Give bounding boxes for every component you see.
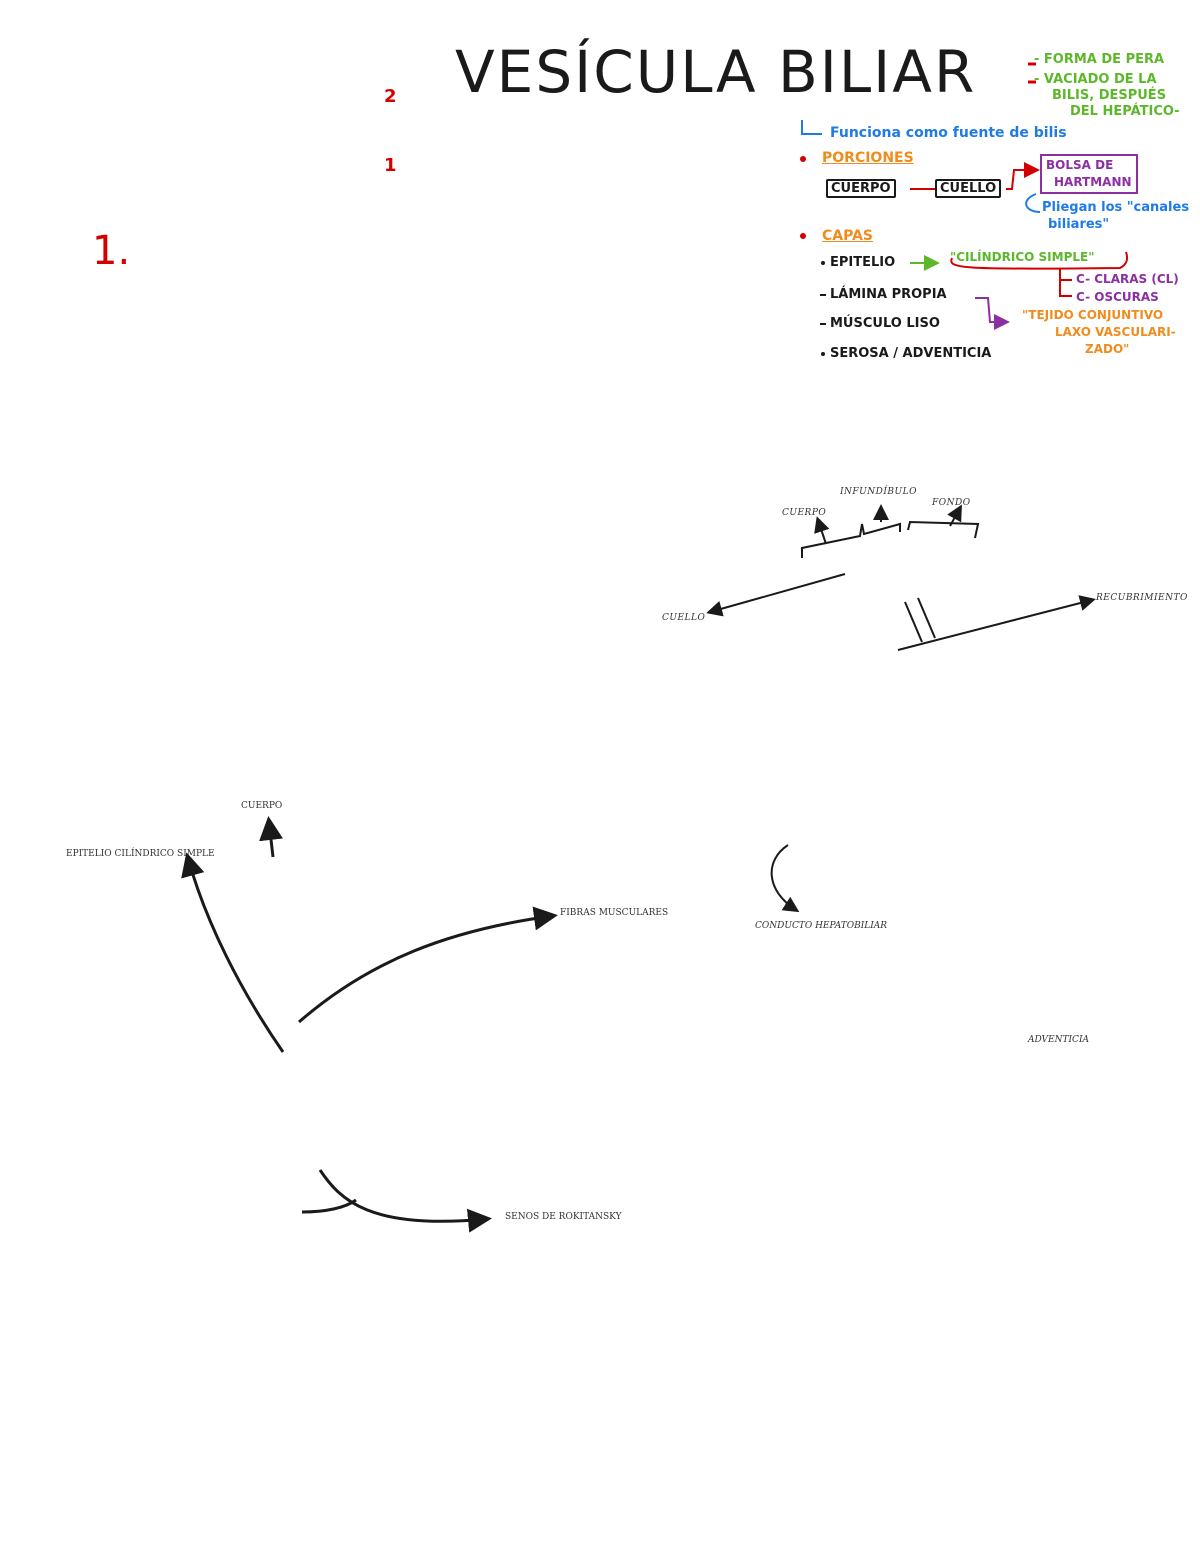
arrow-senos (318, 1169, 492, 1233)
page-mark-1: 1 (384, 155, 397, 176)
arrow-cuello (706, 573, 846, 617)
arrow-conducto (770, 844, 800, 913)
blue-hook (801, 120, 822, 135)
porcion-cuello: CUELLO (935, 179, 1002, 198)
label-cuerpo-top: CUERPO (782, 508, 827, 518)
blue-curve (1025, 193, 1041, 213)
red-bracket (950, 251, 1129, 270)
celula-clara: C- CLARAS (CL) (1076, 272, 1179, 286)
section-number: 1. (92, 228, 131, 274)
label-cuerpo-lower: CUERPO (241, 801, 283, 811)
arrow-epitelio (181, 852, 285, 1053)
capas-heading: CAPAS (822, 228, 874, 244)
page-title: VESÍCULA BILIAR (455, 38, 977, 106)
capa-musculo: MÚSCULO LISO (830, 316, 940, 331)
purple-arrow (975, 297, 1010, 330)
note-pliegues-1: Pliegan los "canales (1042, 200, 1190, 215)
note-hepatico: DEL HEPÁTICO- (1070, 104, 1180, 119)
capa-lamina: LÁMINA PROPIA (830, 287, 947, 302)
celula-oscura: C- OSCURAS (1076, 290, 1159, 304)
red-arrow-bolsa (1006, 162, 1040, 190)
label-infundibulo: INFUNDÍBULO (840, 487, 917, 497)
capa-epitelio: EPITELIO (830, 255, 896, 270)
arrow-recubrimiento (897, 595, 1096, 651)
bolsa-line-2: HARTMANN (1054, 175, 1132, 189)
red-bullet-capas (800, 233, 806, 239)
page-mark-2: 2 (384, 86, 397, 107)
bracket-left (801, 522, 901, 558)
label-conducto: CONDUCTO HEPATOBILIAR (755, 921, 888, 931)
tejido-line-2: LAXO VASCULARI- (1055, 325, 1176, 339)
label-recubrimiento: RECUBRIMIENTO (1096, 593, 1188, 603)
arrow-fibras (298, 906, 558, 1024)
red-branch (1059, 268, 1072, 297)
porciones-heading: PORCIONES (822, 150, 914, 166)
bolsa-hartmann-box: BOLSA DE HARTMANN (1040, 154, 1138, 194)
bracket-right (907, 520, 980, 539)
note-funcion: Funciona como fuente de bilis (830, 125, 1067, 141)
note-pliegues-2: biliares" (1048, 217, 1110, 232)
capa-serosa: SEROSA / ADVENTICIA (830, 346, 992, 361)
red-bullet-porciones (800, 156, 806, 162)
label-senos: SENOS DE ROKITANSKY (505, 1212, 622, 1222)
note-vaciado: - VACIADO DE LA (1034, 72, 1157, 87)
label-cuello-left: CUELLO (662, 613, 706, 623)
label-epitelio: EPITELIO CILÍNDRICO SIMPLE (66, 849, 215, 859)
porcion-cuerpo: CUERPO (826, 179, 896, 198)
label-adventicia: ADVENTICIA (1028, 1035, 1090, 1045)
label-fondo: FONDO (932, 498, 971, 508)
note-forma: - FORMA DE PERA (1034, 52, 1165, 67)
label-fibras: FIBRAS MUSCULARES (560, 908, 669, 918)
tejido-line-1: "TEJIDO CONJUNTIVO (1022, 308, 1164, 322)
bolsa-line-1: BOLSA DE (1046, 158, 1114, 172)
arrow-cuerpo (259, 816, 283, 858)
epitelio-tipo: "CILÍNDRICO SIMPLE" (950, 250, 1095, 264)
note-bilis: BILIS, DESPUÉS (1052, 88, 1167, 103)
tejido-line-3: ZADO" (1085, 342, 1130, 356)
